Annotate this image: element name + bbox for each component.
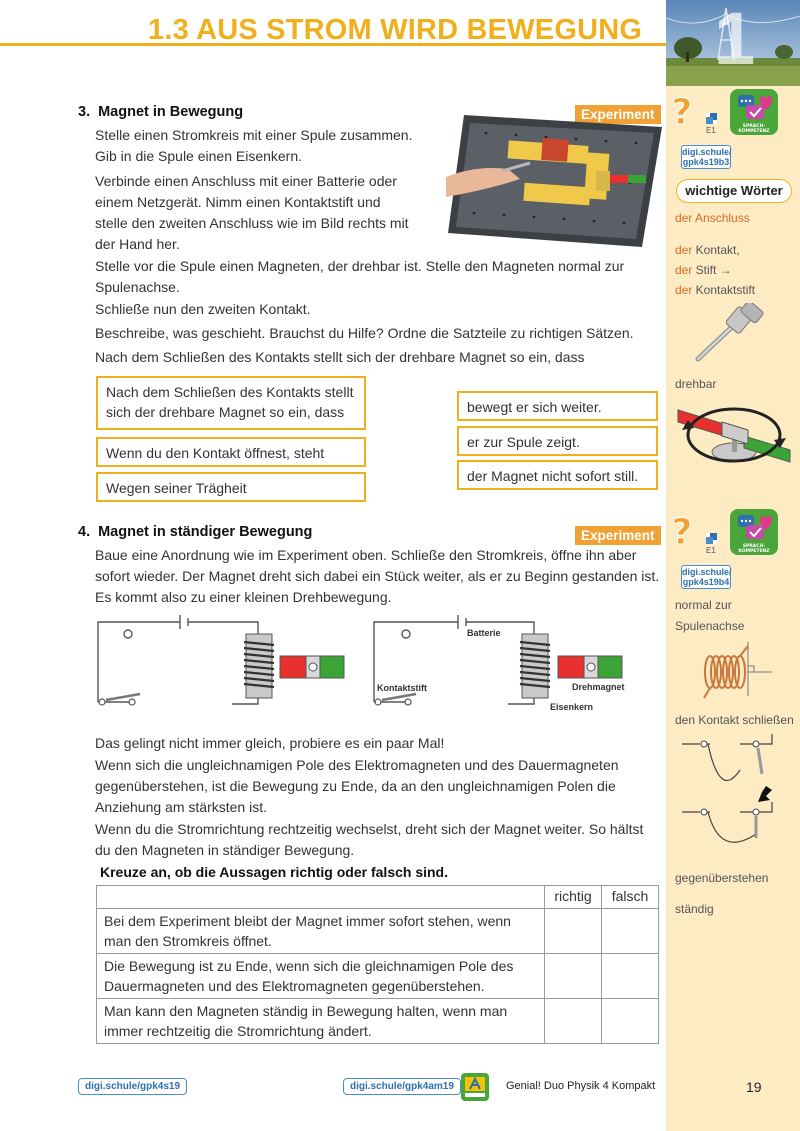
chapter-number: 1 [714, 0, 756, 80]
label-drehmagnet: Drehmagnet [572, 682, 625, 692]
task3-paragraph-1: Stelle einen Stromkreis mit einer Spule … [95, 127, 413, 164]
table-header-row: richtig falsch [95, 885, 659, 909]
task4-intro: Baue eine Anordnung wie im Experiment ob… [95, 547, 660, 605]
header-photo [666, 0, 800, 86]
table-row: Bei dem Experiment bleibt der Magnet imm… [95, 908, 659, 954]
word-anschluss: der Anschluss [675, 211, 750, 225]
statement-1: Bei dem Experiment bleibt der Magnet imm… [95, 908, 546, 954]
task4-title: Magnet in ständiger Bewegung [98, 524, 313, 540]
question-mark-icon: ? [671, 92, 693, 130]
e1-icon [706, 533, 717, 544]
task4-paragraph-1: Das gelingt nicht immer gleich, probiere… [95, 735, 445, 751]
coil-icon [703, 642, 772, 699]
task4-number: 4. [78, 524, 91, 540]
table-row: Man kann den Magneten ständig in Bewegun… [95, 998, 659, 1044]
experiment-photo [446, 113, 664, 248]
statement-2: Die Bewegung ist zu Ende, wenn sich die … [95, 953, 546, 999]
task4-paragraph-2: Wenn sich die ungleichnamigen Pole des E… [95, 757, 619, 815]
task3-title: Magnet in Bewegung [98, 104, 244, 120]
left-part-2: Wenn du den Kontakt öffnest, steht [96, 437, 366, 467]
svg-text:KOMPETENZ: KOMPETENZ [738, 548, 770, 554]
svg-text:SPRACH-: SPRACH- [743, 123, 766, 129]
header-empty [95, 885, 546, 909]
e1-label: E1 [706, 126, 716, 135]
table-row: Die Bewegung ist zu Ende, wenn sich die … [95, 953, 659, 999]
label-eisenkern: Eisenkern [550, 702, 594, 712]
word-kontakt: der Kontakt, [675, 243, 740, 257]
circuit-diagram-1 [92, 612, 352, 712]
task3-number: 3. [78, 104, 91, 120]
e1-icon [706, 113, 717, 124]
e1-label: E1 [706, 546, 716, 555]
svg-text:KOMPETENZ: KOMPETENZ [738, 128, 770, 134]
footer-book-title: Genial! Duo Physik 4 Kompakt [506, 1080, 656, 1092]
task3-paragraph-6: Nach dem Schließen des Kontakts stellt s… [95, 349, 585, 365]
word-normal-2: Spulenachse [675, 619, 745, 633]
header-falsch: falsch [601, 885, 659, 909]
page-number: 19 [746, 1079, 762, 1095]
task3-paragraph-5: Beschreibe, was geschieht. Brauchst du H… [95, 325, 634, 341]
word-kontakt-schliessen: den Kontakt schließen [675, 713, 794, 727]
label-batterie: Batterie [467, 628, 501, 638]
digi-link-footer-center[interactable]: digi.schule/gpk4am19 [343, 1078, 461, 1095]
word-normal-1: normal zur [675, 598, 732, 612]
checkbox-falsch-1[interactable] [601, 908, 659, 954]
header-richtig: richtig [544, 885, 603, 909]
word-gegenueberstehen: gegenüberstehen [675, 871, 769, 885]
contact-pin-icon [695, 303, 764, 362]
true-false-table: richtig falsch Bei dem Experiment bleibt… [95, 885, 659, 1044]
right-part-2: er zur Spule zeigt. [457, 426, 658, 456]
statement-3: Man kann den Magneten ständig in Bewegun… [95, 998, 546, 1044]
experiment-badge: Experiment [575, 526, 661, 545]
checkbox-richtig-2[interactable] [544, 953, 603, 999]
sprachkompetenz-icon[interactable]: SPRACH- KOMPETENZ [730, 89, 778, 135]
task4-heading: 4. Magnet in ständiger Bewegung [78, 524, 312, 540]
right-part-1: bewegt er sich weiter. [457, 391, 658, 421]
left-part-1: Nach dem Schließen des Kontakts stellt s… [96, 376, 366, 430]
wichtige-woerter-label: wichtige Wörter [676, 179, 792, 203]
app-icon[interactable] [461, 1073, 489, 1101]
digi-link-sidebar-1[interactable]: digi.schule/ gpk4s19b3 [681, 145, 732, 169]
task4-paragraph-3: Wenn du die Stromrichtung rechtzeitig we… [95, 821, 644, 858]
sprachkompetenz-icon[interactable]: SPRACH- KOMPETENZ [730, 509, 778, 555]
label-kontaktstift: Kontaktstift [377, 683, 427, 693]
digi-link-footer-left[interactable]: digi.schule/gpk4s19 [78, 1078, 188, 1095]
left-part-3: Wegen seiner Trägheit [96, 472, 366, 502]
arrow-right-icon: → [719, 263, 732, 277]
circuit-diagram-2 [368, 612, 638, 712]
vocabulary-sidebar [666, 86, 800, 1131]
right-part-3: der Magnet nicht sofort still. [457, 460, 658, 490]
word-kontaktstift: der Kontaktstift [675, 283, 756, 297]
checkbox-richtig-1[interactable] [544, 908, 603, 954]
task3-paragraph-3: Stelle vor die Spule einen Magneten, der… [95, 258, 625, 295]
checkbox-richtig-3[interactable] [544, 998, 603, 1044]
word-staendig: ständig [675, 902, 714, 916]
chapter-title: 1.3 AUS STROM WIRD BEWEGUNG [148, 14, 643, 46]
table-instruction: Kreuze an, ob die Aussagen richtig oder … [100, 864, 448, 880]
header-rule [0, 43, 668, 46]
checkbox-falsch-3[interactable] [601, 998, 659, 1044]
svg-text:?: ? [672, 92, 693, 130]
rotating-magnet-icon [677, 407, 791, 463]
digi-link-sidebar-2[interactable]: digi.schule/ gpk4s19b4 [681, 565, 732, 589]
svg-text:SPRACH-: SPRACH- [743, 543, 766, 549]
close-contact-icon [682, 734, 773, 843]
word-stift: der Stift → [675, 263, 732, 277]
task3-heading: 3. Magnet in Bewegung [78, 104, 243, 120]
task3-paragraph-4: Schließe nun den zweiten Kontakt. [95, 301, 311, 317]
word-drehbar: drehbar [675, 377, 717, 391]
question-mark-icon: ? [671, 512, 693, 550]
experiment-badge: Experiment [575, 105, 661, 124]
task3-paragraph-2: Verbinde einen Anschluss mit einer Batte… [95, 173, 409, 252]
svg-text:?: ? [672, 512, 693, 550]
checkbox-falsch-2[interactable] [601, 953, 659, 999]
